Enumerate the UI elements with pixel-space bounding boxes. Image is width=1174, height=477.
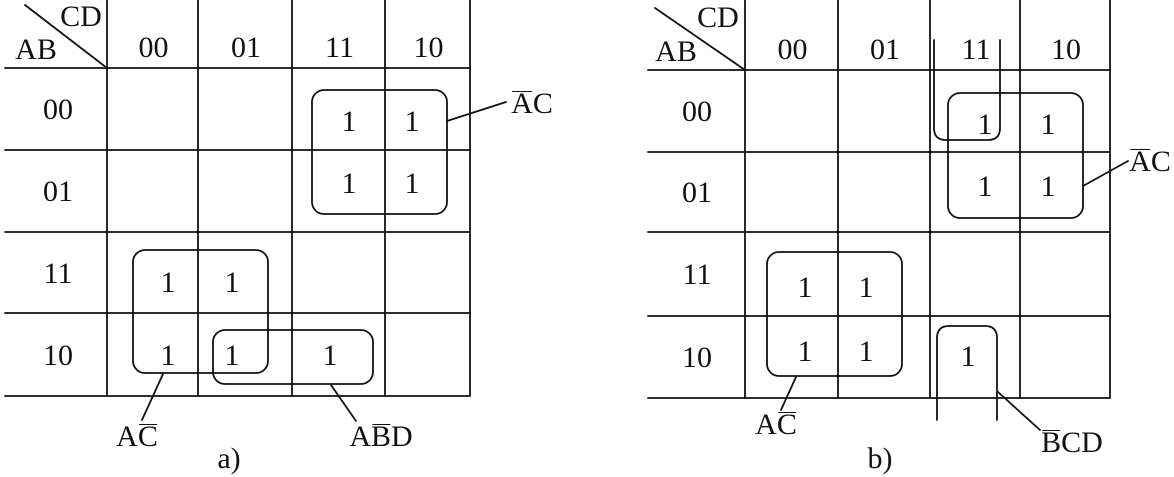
- variable: A: [755, 408, 777, 441]
- column-header: 10: [1051, 33, 1081, 66]
- variable: C: [1150, 145, 1171, 178]
- group-loop: [936, 325, 998, 421]
- variable: D: [1081, 426, 1103, 459]
- complemented-variable: C: [137, 420, 158, 453]
- cell-value: 1: [858, 271, 874, 304]
- figure-caption: b): [867, 442, 893, 475]
- cell-value: 1: [858, 335, 874, 368]
- cell-value: 1: [1040, 108, 1056, 141]
- row-header: 10: [43, 338, 73, 372]
- cell-value: 1: [797, 335, 813, 368]
- complemented-variable: A: [1129, 145, 1151, 178]
- column-variables-label: CD: [697, 1, 739, 34]
- cell-value: 1: [224, 339, 240, 372]
- group-loop: [132, 249, 269, 374]
- group-loop: [212, 329, 374, 385]
- column-header: 01: [870, 33, 900, 66]
- complemented-variable: A: [511, 87, 533, 120]
- group-term-label: AC: [755, 410, 797, 440]
- karnaugh-map-left-lines: [4, 0, 507, 422]
- cell-value: 1: [977, 108, 993, 141]
- column-header: 01: [231, 31, 261, 64]
- leader-line: [141, 373, 164, 421]
- cell-value: 1: [160, 266, 176, 299]
- column-header: 10: [413, 31, 444, 64]
- group-loop: [311, 89, 448, 215]
- group-loop: [933, 39, 1001, 141]
- group-term-label: ABD: [349, 422, 412, 452]
- column-header: 11: [961, 33, 991, 66]
- group-loop: [766, 251, 903, 377]
- corner-diagonal-line: [24, 4, 108, 69]
- row-variables-label: AB: [655, 35, 697, 68]
- column-header: 11: [325, 31, 354, 64]
- variable: D: [391, 420, 413, 453]
- cell-value: 1: [322, 339, 338, 372]
- leader-line: [780, 376, 797, 411]
- cell-value: 1: [160, 339, 176, 372]
- group-term-label: AC: [116, 422, 158, 452]
- row-header: 00: [43, 93, 73, 126]
- cell-value: 1: [1040, 170, 1056, 203]
- karnaugh-map-right-lines: [647, 0, 1129, 431]
- group-term-label: AC: [511, 89, 553, 119]
- row-header: 11: [43, 256, 73, 290]
- variable: A: [349, 420, 371, 453]
- group-term-label: AC: [1129, 147, 1171, 177]
- cell-value: 1: [224, 266, 240, 299]
- complemented-variable: B: [1041, 426, 1062, 459]
- cell-value: 1: [341, 167, 357, 200]
- group-loop: [947, 92, 1084, 219]
- variable: A: [116, 420, 138, 453]
- row-header: 01: [682, 176, 712, 209]
- corner-diagonal-line: [654, 7, 746, 71]
- column-header: 00: [777, 33, 808, 66]
- column-variables-label: CD: [60, 0, 102, 33]
- cell-value: 1: [404, 105, 420, 138]
- row-variables-label: AB: [15, 33, 57, 66]
- cell-value: 1: [341, 105, 357, 138]
- leader-line: [330, 384, 357, 422]
- leader-line: [997, 391, 1041, 431]
- column-header: 00: [138, 31, 169, 64]
- variable: C: [532, 87, 553, 120]
- cell-value: 1: [404, 167, 420, 200]
- row-header: 00: [682, 95, 712, 128]
- complemented-variable: C: [776, 408, 797, 441]
- row-header: 01: [43, 175, 73, 208]
- cell-value: 1: [797, 271, 813, 304]
- cell-value: 1: [960, 340, 976, 373]
- cell-value: 1: [977, 170, 993, 203]
- leader-line: [446, 101, 507, 122]
- variable: C: [1061, 426, 1082, 459]
- row-header: 11: [682, 258, 712, 291]
- complemented-variable: B: [370, 420, 392, 453]
- group-term-label: BCD: [1041, 428, 1103, 458]
- leader-line: [1082, 160, 1129, 187]
- row-header: 10: [682, 341, 712, 374]
- figure-caption: a): [217, 442, 241, 475]
